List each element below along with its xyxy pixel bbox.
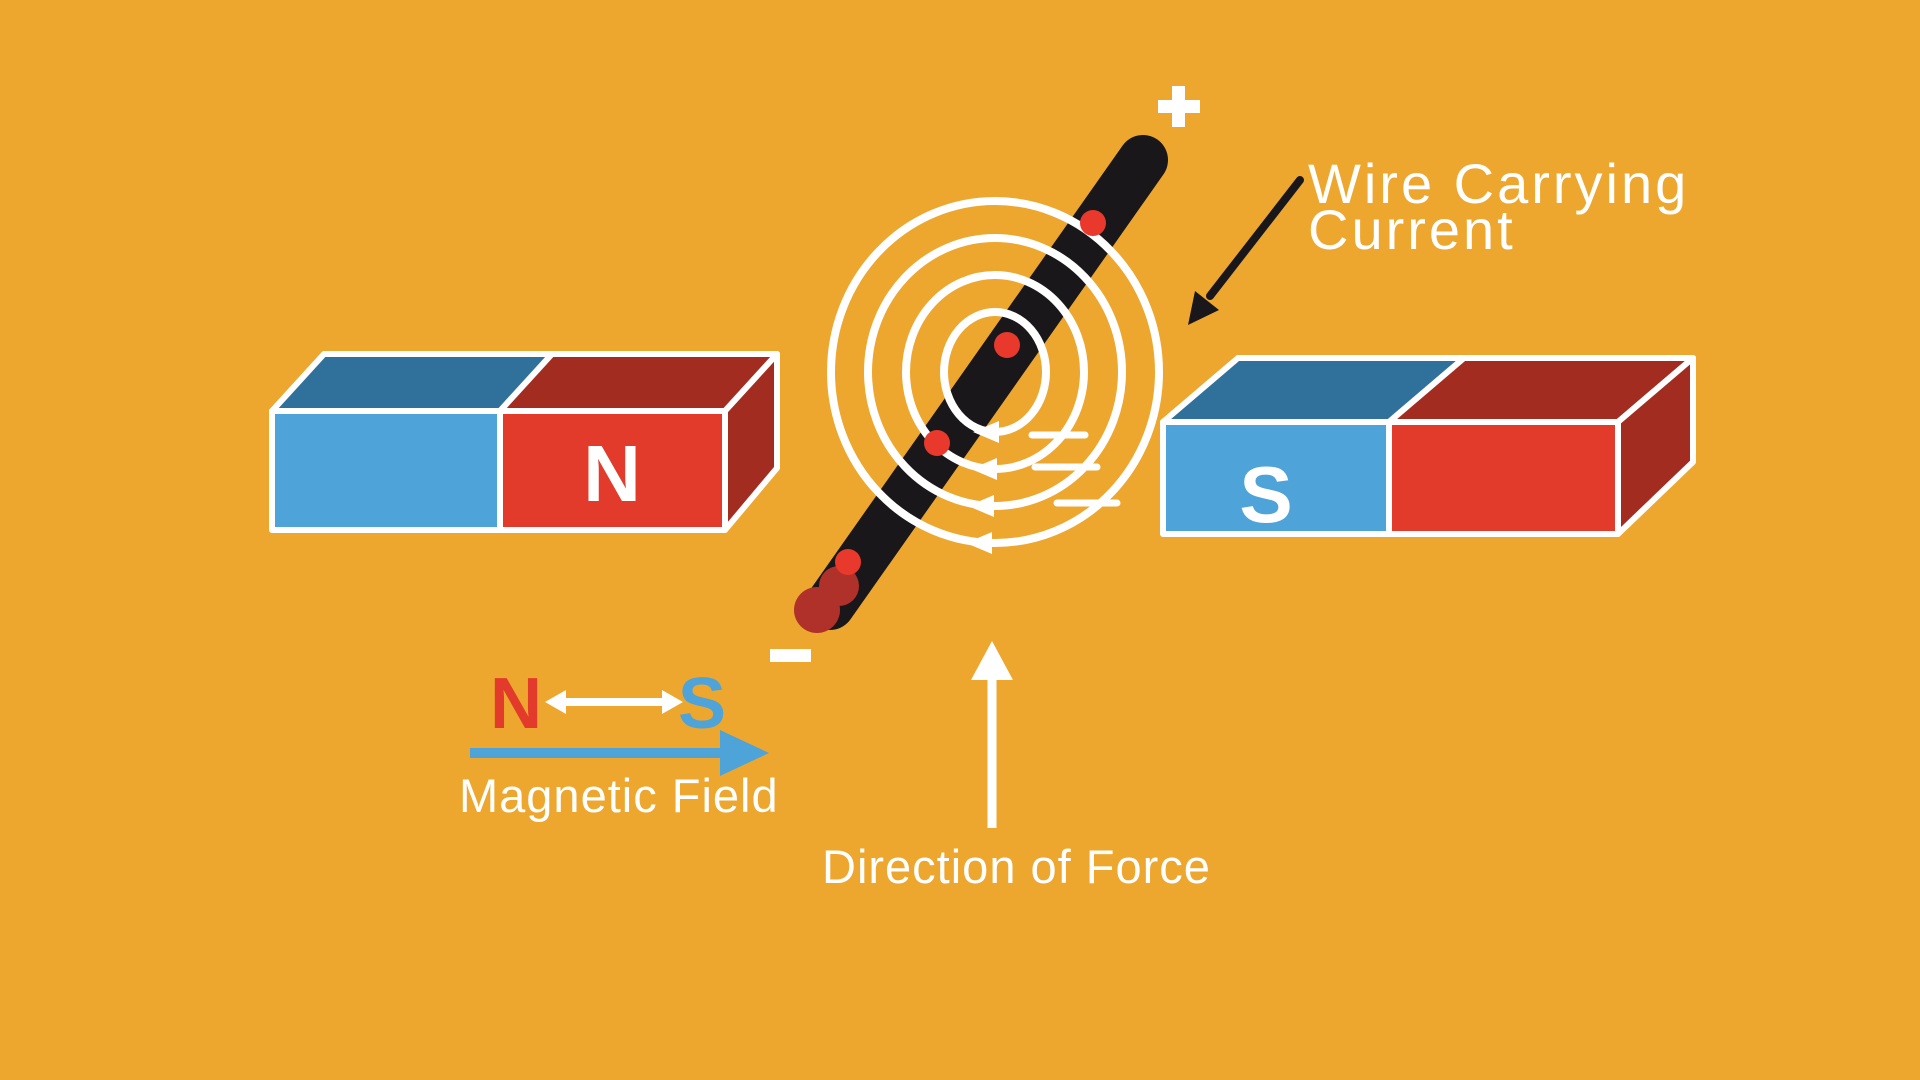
left-magnet-front-blue [269,408,503,533]
arrowhead-icon [720,730,769,776]
current-dot [994,332,1020,358]
arrowhead-icon [545,690,566,714]
direction-of-force-label: Direction of Force [822,840,1211,893]
arrow-shaft [1206,176,1304,300]
right-magnet: S [1160,355,1696,539]
right-magnet-front-red [1386,419,1621,537]
right-magnet-front-blue [1160,419,1392,537]
field-arrowhead-icon [968,495,994,517]
arrowhead-icon [1188,291,1219,325]
left-magnet-front-red [497,408,728,533]
legend-north-label: N [490,664,542,744]
field-arrowhead-icon [966,532,992,554]
wire-label-line2: Current [1308,198,1516,261]
wire-tip-blob [794,566,859,633]
direction-of-force-arrow [971,641,1013,828]
left-magnet: N [269,351,780,533]
wire-label-arrow [1188,176,1304,325]
field-arrowhead-icon [971,458,997,480]
legend-south-label: S [678,664,726,744]
minus-symbol-icon [770,649,811,662]
double-headed-arrow-icon [545,690,683,714]
field-ring-3 [864,234,1126,510]
field-direction-arrowheads [966,421,999,554]
arrowhead-icon [662,690,683,714]
field-arrowhead-icon [973,421,999,443]
left-magnet-pole-label: N [583,429,641,518]
wire-label-line1: Wire Carrying [1308,152,1689,215]
arrowhead-icon [971,641,1013,680]
plus-symbol-icon [1158,86,1200,127]
current-dot [835,549,861,575]
field-tick-lines [1028,431,1121,507]
current-dot [924,430,950,456]
wire-tip-blob-part [794,587,840,633]
magnetic-field-arrow [470,730,769,776]
field-ring-4 [827,197,1163,547]
wire-current-dots [835,210,1106,575]
magnetic-field-label: Magnetic Field [459,769,779,822]
right-magnet-pole-label: S [1239,450,1292,539]
current-dot [1080,210,1106,236]
